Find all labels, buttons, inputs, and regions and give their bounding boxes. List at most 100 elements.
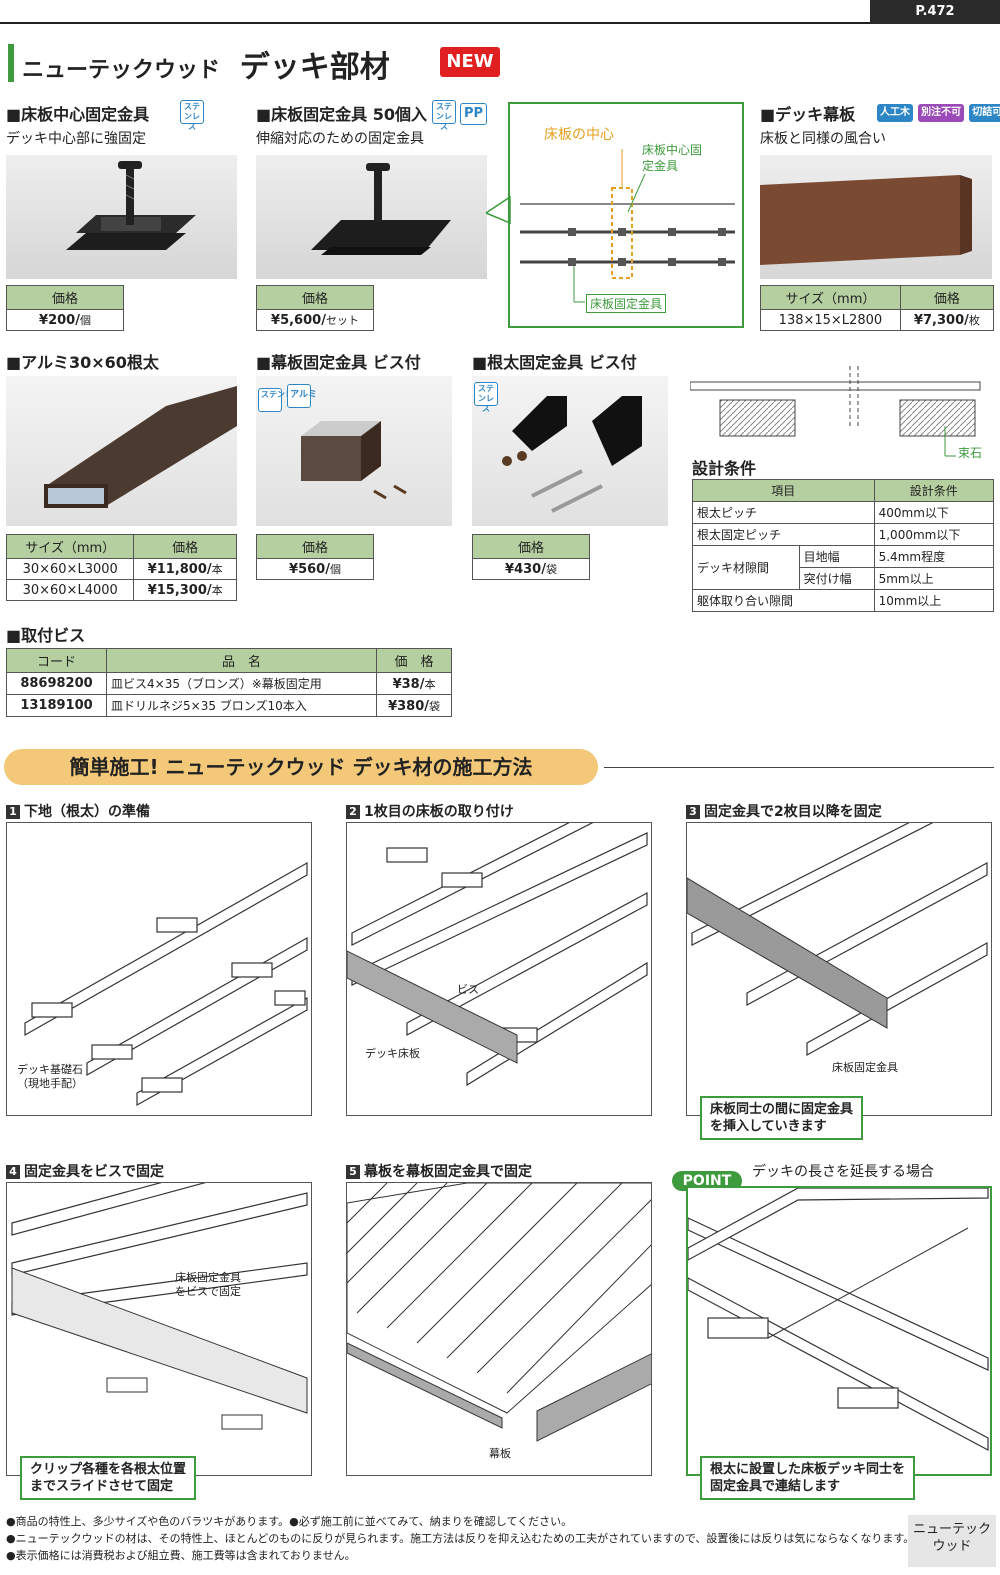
pp-tag: PP bbox=[460, 102, 488, 125]
tsukaishi-label: 束石 bbox=[958, 446, 983, 460]
floor-fix-title: ■床板固定金具 50個入 bbox=[256, 105, 427, 124]
center-fix-bracket-icon bbox=[66, 161, 196, 250]
maku-fix-tags: ステンレス アルミ bbox=[258, 382, 317, 412]
brand-box: ニューテックウッド bbox=[908, 1515, 996, 1567]
extension-drawing bbox=[688, 1188, 989, 1451]
stainless-tag: ステンレス bbox=[258, 388, 301, 412]
design-title: 設計条件 bbox=[692, 459, 757, 478]
center-fix-label: 床板中心固定金具 bbox=[642, 143, 703, 173]
price-header: 価格 bbox=[133, 534, 237, 559]
price-header: 価格 bbox=[472, 534, 590, 559]
price-header: 価格 bbox=[256, 534, 374, 559]
maku-fix-price: ¥560/個 bbox=[256, 558, 374, 580]
footnote: ●表示価格には消費税および組立費、施工費等は含まれておりません。 bbox=[6, 1549, 356, 1562]
new-badge: NEW bbox=[440, 47, 500, 77]
stainless-tag: ステンレス bbox=[474, 382, 498, 415]
table-row: 30×60×L4000¥15,300/本 bbox=[5, 579, 237, 601]
clip-install-drawing bbox=[687, 823, 988, 1057]
footnote: ●ニューテックウッドの材は、その特性上、ほとんどのものに反りが見られます。施工方… bbox=[6, 1532, 915, 1545]
alumi-beam-icon bbox=[44, 386, 237, 508]
fix-layout-drawing bbox=[520, 149, 735, 303]
maku-price-table: サイズ（mm）価格 138×15×L2800¥7,300/枚 bbox=[760, 285, 995, 331]
item-header: 項目 bbox=[692, 479, 875, 502]
maku-fix-price-table: 価格 ¥560/個 bbox=[256, 534, 374, 580]
point-illustration bbox=[686, 1186, 992, 1476]
step4-callout: クリップ各種を各根太位置までスライドさせて固定 bbox=[20, 1456, 197, 1500]
floor-fix-label: 床板固定金具 bbox=[586, 294, 667, 313]
footnote: ●商品の特性上、多少サイズや色のバラツキがあります。●必ず施工前に並べてみて、納… bbox=[6, 1515, 573, 1528]
clip-label: 床板固定金具 bbox=[832, 1061, 898, 1074]
neta-fix-price: ¥430/袋 bbox=[472, 558, 590, 580]
size-header: サイズ（mm） bbox=[760, 285, 901, 310]
center-label: 床板の中心 bbox=[544, 127, 614, 143]
alumi-price-table: サイズ（mm）価格 30×60×L3000¥11,800/本 30×60×L40… bbox=[5, 534, 237, 601]
point-callout: 根太に設置した床板デッキ同士を固定金具で連結します bbox=[700, 1456, 916, 1500]
floor-fix-bracket-icon bbox=[311, 163, 451, 255]
joist-drawing bbox=[24, 861, 308, 1107]
page-title: ニューテックウッド デッキ部材 bbox=[22, 42, 390, 86]
maku-photo bbox=[760, 155, 992, 279]
center-fix-price: ¥200/個 bbox=[6, 309, 124, 331]
step3-callout: 床板同士の間に固定金具を挿入していきます bbox=[700, 1096, 864, 1140]
maku-fix-bracket-icon bbox=[301, 421, 407, 500]
step4-illustration: 床板固定金具をビスで固定 bbox=[6, 1182, 312, 1476]
step2-illustration: ビス デッキ床板 bbox=[346, 822, 652, 1116]
maku-board-icon bbox=[760, 175, 972, 265]
center-fix-title: ■床板中心固定金具 bbox=[6, 105, 150, 124]
floor-fix-price: ¥5,600/セット bbox=[256, 309, 374, 331]
diagram-pointer-icon bbox=[485, 195, 511, 225]
section-rule bbox=[604, 767, 994, 768]
maku-title: ■デッキ幕板 bbox=[760, 105, 856, 124]
alumi-tag: アルミ bbox=[287, 384, 317, 408]
betchu-tag: 別注不可 bbox=[918, 104, 965, 122]
step1-illustration: デッキ基礎石（現地手配） bbox=[6, 822, 312, 1116]
kiritsume-tag: 切詰可 bbox=[969, 104, 1000, 122]
center-fix-photo bbox=[6, 155, 237, 279]
jinkou-tag: 人工木 bbox=[877, 104, 913, 122]
neta-fix-title: ■根太固定金具 ビス付 bbox=[472, 353, 637, 372]
title-main: ニューテックウッド bbox=[22, 58, 221, 83]
title-sub: デッキ部材 bbox=[239, 50, 390, 85]
deck-section-icon bbox=[689, 366, 981, 457]
header-rule bbox=[0, 22, 870, 24]
maku-fix-title: ■幕板固定金具 ビス付 bbox=[256, 353, 421, 372]
fascia-drawing bbox=[347, 1183, 651, 1442]
maku-desc: 床板と同様の風合い bbox=[760, 131, 886, 147]
step1-label: デッキ基礎石（現地手配） bbox=[17, 1063, 83, 1090]
price-header: 価格 bbox=[256, 285, 374, 310]
step4-label: 床板固定金具をビスで固定 bbox=[175, 1271, 241, 1298]
alumi-photo bbox=[6, 376, 237, 526]
screws-title: ■取付ビス bbox=[6, 626, 86, 645]
floor-fix-price-table: 価格 ¥5,600/セット bbox=[256, 285, 374, 331]
first-board-drawing bbox=[347, 823, 648, 1087]
method-section-title: 簡単施工! ニューテックウッド デッキ材の施工方法 bbox=[4, 749, 598, 785]
maku-tags: 人工木 別注不可 切詰可 bbox=[877, 100, 1000, 122]
fascia-label: 幕板 bbox=[489, 1447, 511, 1460]
alumi-title: ■アルミ30×60根太 bbox=[6, 353, 159, 372]
neta-fix-bracket-icon bbox=[502, 396, 642, 513]
neta-fix-price-table: 価格 ¥430/袋 bbox=[472, 534, 590, 580]
floor-fix-photo bbox=[256, 155, 487, 279]
maku-price: ¥7,300/枚 bbox=[899, 309, 995, 331]
center-fix-desc: デッキ中心部に強固定 bbox=[6, 131, 146, 147]
maku-size: 138×15×L2800 bbox=[760, 309, 901, 331]
page-number: P.472 bbox=[870, 0, 1000, 24]
floor-fix-desc: 伸縮対応のための固定金具 bbox=[256, 131, 424, 147]
step5-illustration: 幕板 bbox=[346, 1182, 652, 1476]
point-title: デッキの長さを延長する場合 bbox=[752, 1164, 934, 1180]
step3-illustration: 床板固定金具 bbox=[686, 822, 992, 1116]
center-fix-price-table: 価格 ¥200/個 bbox=[6, 285, 124, 331]
